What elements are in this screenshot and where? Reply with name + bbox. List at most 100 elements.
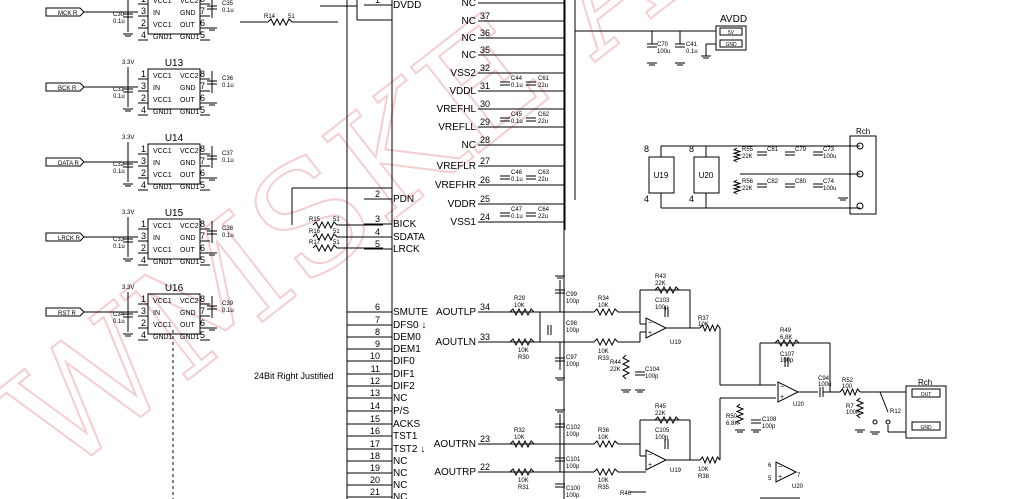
pin-number: 8 xyxy=(375,327,380,337)
rch-out-connector xyxy=(905,385,947,439)
pin-name: VSS1 xyxy=(450,217,476,228)
terminal xyxy=(872,419,878,425)
pin-name: NC xyxy=(462,33,476,44)
dac-pin-right: NC 36 xyxy=(462,28,565,44)
series-resistor xyxy=(312,232,338,242)
part-ref: R43 xyxy=(655,274,667,280)
buffer-pin-num-right: 6 xyxy=(200,18,205,28)
pin-name: SMUTE xyxy=(393,307,428,318)
buffer-pin-name-left: GND1 xyxy=(153,34,173,41)
buffer-pin-num-right: 6 xyxy=(200,243,205,253)
part-ref: R36 xyxy=(598,428,610,434)
buffer-pin-name-left: VCC1 xyxy=(153,0,172,5)
cap-value: 0.1u xyxy=(113,319,125,325)
buffer-pin-num-left: 1 xyxy=(141,144,146,154)
resistor xyxy=(839,387,861,397)
buffer-ic-body xyxy=(147,218,201,260)
buffer-pin-name-right: GND xyxy=(180,160,196,167)
part-value: 100p xyxy=(566,362,580,368)
opamp-ref: U19 xyxy=(670,340,682,346)
cap-ref: C44 xyxy=(511,76,523,82)
signal-name: LRCK R xyxy=(58,236,81,242)
buffer-pin-num-right: 7 xyxy=(200,156,205,166)
pin-number: 36 xyxy=(480,28,490,38)
cap-ref: C47 xyxy=(511,207,523,213)
wire xyxy=(879,391,889,413)
buffer-pin-num-right: 5 xyxy=(200,180,205,190)
series-resistor xyxy=(267,17,293,27)
part-value: 100u xyxy=(818,382,831,388)
cap-ref: C37 xyxy=(222,151,234,157)
part-value: 10K xyxy=(514,435,525,441)
cap-value: 0.1u xyxy=(222,158,234,164)
cap-ref: C30 xyxy=(113,12,125,18)
buffer-ic-ref: U14 xyxy=(165,133,184,144)
rch-label: Rch xyxy=(918,378,932,387)
opamp-u20 xyxy=(777,381,800,403)
cap-value: 0.1u xyxy=(222,8,234,14)
buffer-pin-name-left: IN xyxy=(153,235,160,242)
cap-value: 22u xyxy=(538,83,548,89)
buffer-pin-num-left: 3 xyxy=(141,6,146,16)
pin-name: PDN xyxy=(393,194,414,205)
pin-number: 15 xyxy=(370,414,380,424)
buffer-pin-name-right: VCC2 xyxy=(180,0,199,5)
pin-number: 35 xyxy=(480,45,490,55)
connector-pin xyxy=(719,27,743,36)
buffer-pin-name-right: GND xyxy=(180,235,196,242)
pin-name: NC xyxy=(462,50,476,61)
cap-ref: C62 xyxy=(538,112,550,118)
signal-tag xyxy=(45,232,85,242)
cap-ref: C38 xyxy=(222,226,234,232)
dac-pin-right: NC 35 xyxy=(462,45,565,61)
buffer-pin-name-left: VCC1 xyxy=(153,148,172,155)
opamp-u20-b xyxy=(775,461,798,483)
cap-ref: C46 xyxy=(511,170,523,176)
resistor xyxy=(732,179,742,195)
pin-name: VDDL xyxy=(449,86,476,97)
part-ref: C79 xyxy=(795,147,807,153)
pin-number: 8 xyxy=(644,144,649,154)
buffer-pin-num-left: 3 xyxy=(141,156,146,166)
part-ref: C100 xyxy=(566,486,581,492)
buffer-pin-name-left: GND1 xyxy=(153,184,173,191)
resistor xyxy=(855,397,865,419)
buffer-pin-num-left: 1 xyxy=(141,219,146,229)
cap-ref: C64 xyxy=(538,207,550,213)
connector-pin-label: OUT xyxy=(921,392,932,398)
pin-number: 7 xyxy=(375,315,380,325)
pin-number: 30 xyxy=(480,99,490,109)
resistor xyxy=(774,338,800,348)
pin-name: NC xyxy=(462,140,476,151)
opamp-minus: − xyxy=(648,320,652,327)
cap-ref: C39 xyxy=(222,301,234,307)
part-ref: C105 xyxy=(655,428,670,434)
part-ref: R49 xyxy=(780,328,792,334)
opamp-minus: − xyxy=(778,464,782,471)
series-resistor xyxy=(312,220,338,230)
buffer-pin-num-right: 6 xyxy=(200,318,205,328)
buffer-pin-num-left: 3 xyxy=(141,306,146,316)
buffer-ic-body xyxy=(147,0,201,35)
part-ref: C94 xyxy=(818,376,830,382)
part-value: 22K xyxy=(742,186,753,192)
part-ref: R35 xyxy=(598,485,610,491)
pin-number: 24 xyxy=(480,212,490,222)
part-ref: C80 xyxy=(795,179,807,185)
part-value: 22K xyxy=(655,411,666,417)
buffer-pin-name-left: VCC1 xyxy=(153,73,172,80)
